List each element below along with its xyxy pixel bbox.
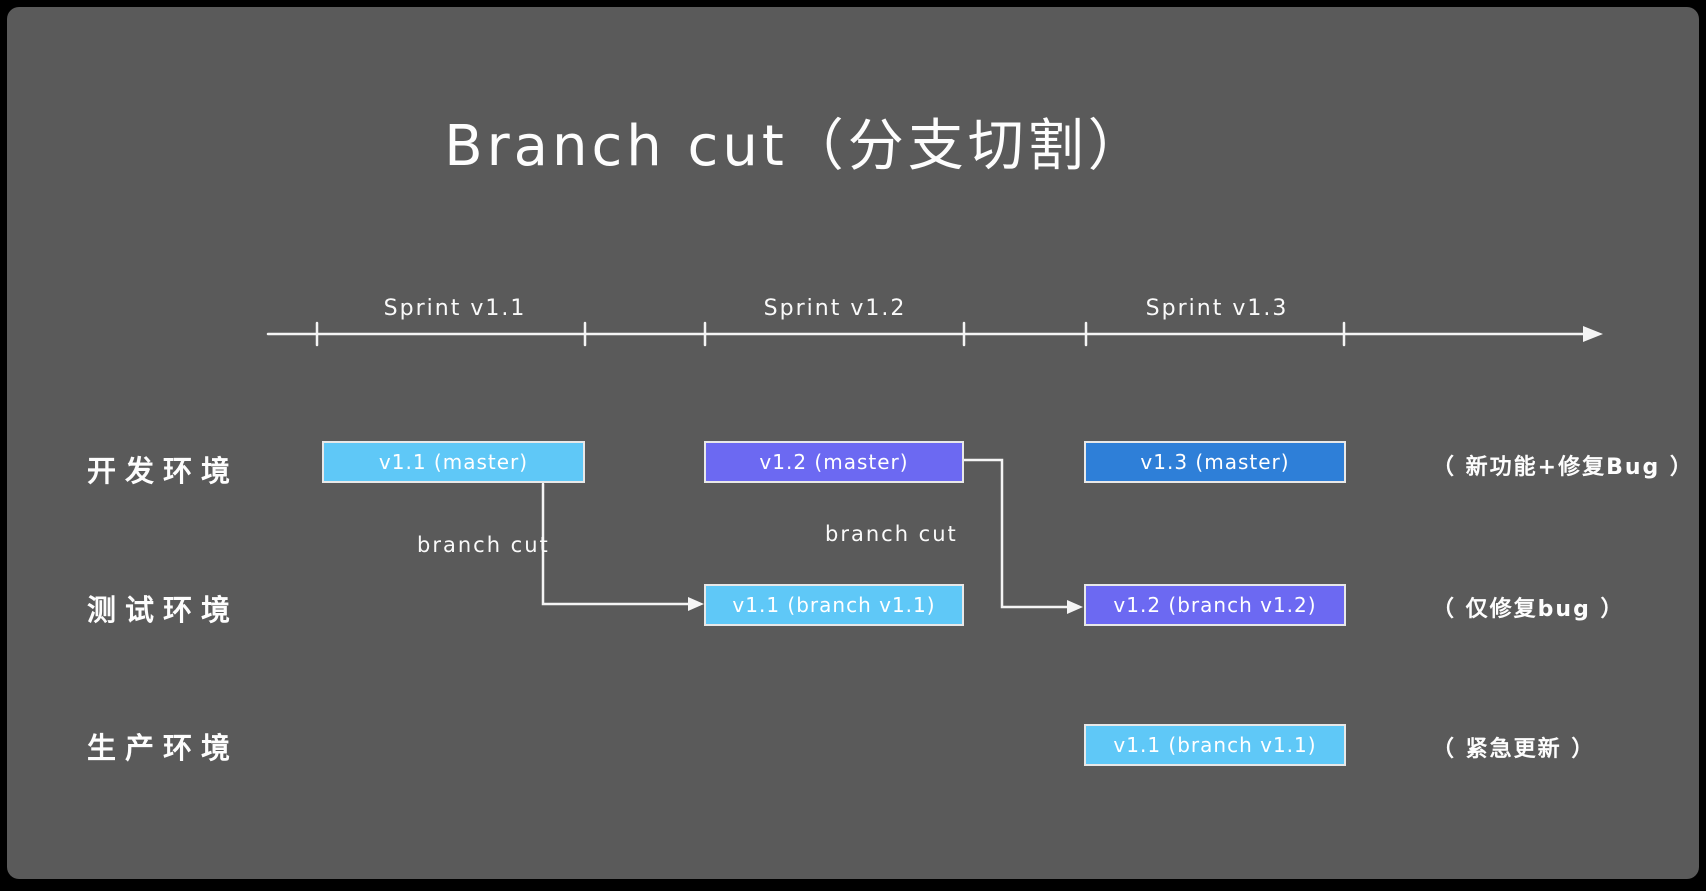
sprint-label-v1.2: Sprint v1.2 — [763, 296, 907, 321]
branch-cut-arrow-2 — [962, 458, 1072, 609]
annotation-prod: （ 紧急更新 ） — [1432, 737, 1596, 762]
branch-cut-label-1: branch cut — [417, 533, 550, 557]
annotation-test: （ 仅修复bug ） — [1432, 597, 1625, 622]
row-label-prod: 生产环境 — [87, 731, 240, 765]
row-label-test: 测试环境 — [87, 593, 240, 627]
timeline-arrowhead-icon — [1583, 326, 1603, 342]
branch-cut-arrow-1 — [541, 482, 693, 606]
box-test-v1.1: v1.1 (branch v1.1) — [704, 584, 964, 626]
box-dev-v1.2: v1.2 (master) — [704, 441, 964, 483]
box-test-v1.2: v1.2 (branch v1.2) — [1084, 584, 1346, 626]
box-prod-v1.1: v1.1 (branch v1.1) — [1084, 724, 1346, 766]
sprint-label-v1.1: Sprint v1.1 — [383, 296, 527, 321]
sprint-label-v1.3: Sprint v1.3 — [1145, 296, 1289, 321]
annotation-dev: （ 新功能+修复Bug ） — [1432, 455, 1694, 480]
diagram-panel: Branch cut（分支切割） Sprint v1.1 Sprin — [7, 7, 1699, 879]
row-label-dev: 开发环境 — [87, 454, 240, 488]
arrowhead-icon — [1067, 600, 1083, 614]
arrowhead-icon — [688, 597, 704, 611]
branch-cut-label-2: branch cut — [825, 522, 958, 546]
box-dev-v1.1: v1.1 (master) — [322, 441, 585, 483]
box-dev-v1.3: v1.3 (master) — [1084, 441, 1346, 483]
timeline-and-arrows-layer — [266, 321, 1603, 614]
page-title: Branch cut（分支切割） — [444, 114, 1148, 179]
